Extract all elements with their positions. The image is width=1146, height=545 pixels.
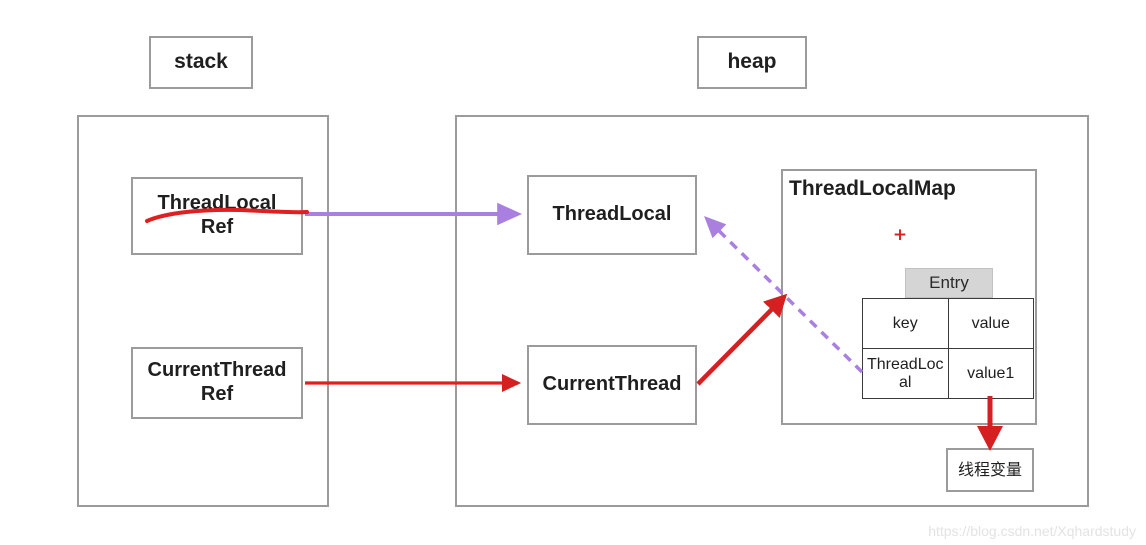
currentthread-ref-line2: Ref [200, 383, 234, 405]
currentthread-ref-label: CurrentThread Ref [148, 359, 287, 406]
threadlocalmap-title: ThreadLocalMap [789, 177, 956, 200]
table-header-row: key value [862, 298, 1034, 349]
stack-label-box: stack [149, 36, 253, 89]
entry-header-value: value [947, 298, 1034, 349]
entry-tab-label: Entry [929, 273, 969, 292]
entry-header-key: key [862, 298, 949, 349]
entry-cell-value: value1 [947, 348, 1034, 399]
threadlocal-label: ThreadLocal [552, 203, 672, 226]
threadlocal-ref-box: ThreadLocal Ref [131, 177, 303, 255]
currentthread-ref-box: CurrentThread Ref [131, 347, 303, 419]
currentthread-label: CurrentThread [542, 373, 682, 396]
threadlocal-ref-line1: ThreadLocal [157, 192, 277, 215]
table-row: ThreadLocal value1 [862, 348, 1034, 399]
threadlocal-box: ThreadLocal [527, 175, 697, 255]
threadlocal-ref-label: ThreadLocal Ref [158, 192, 277, 239]
currentthread-box: CurrentThread [527, 345, 697, 425]
entry-tab-header: Entry [905, 268, 993, 298]
entry-table: key value ThreadLocal value1 [862, 298, 1034, 399]
entry-cell-key: ThreadLocal [862, 348, 949, 399]
stack-label-text: stack [174, 50, 228, 74]
plus-cursor-icon: + [892, 225, 908, 245]
thread-variable-label: 线程变量 [957, 459, 1022, 479]
thread-variable-box: 线程变量 [946, 448, 1034, 492]
currentthread-ref-line1: CurrentThread [147, 359, 287, 382]
threadlocal-ref-line2: Ref [200, 216, 234, 238]
heap-label-box: heap [697, 36, 807, 89]
heap-label-text: heap [727, 50, 777, 74]
stack-region [77, 115, 329, 507]
watermark: https://blog.csdn.net/Xqhardstudy [928, 523, 1136, 539]
